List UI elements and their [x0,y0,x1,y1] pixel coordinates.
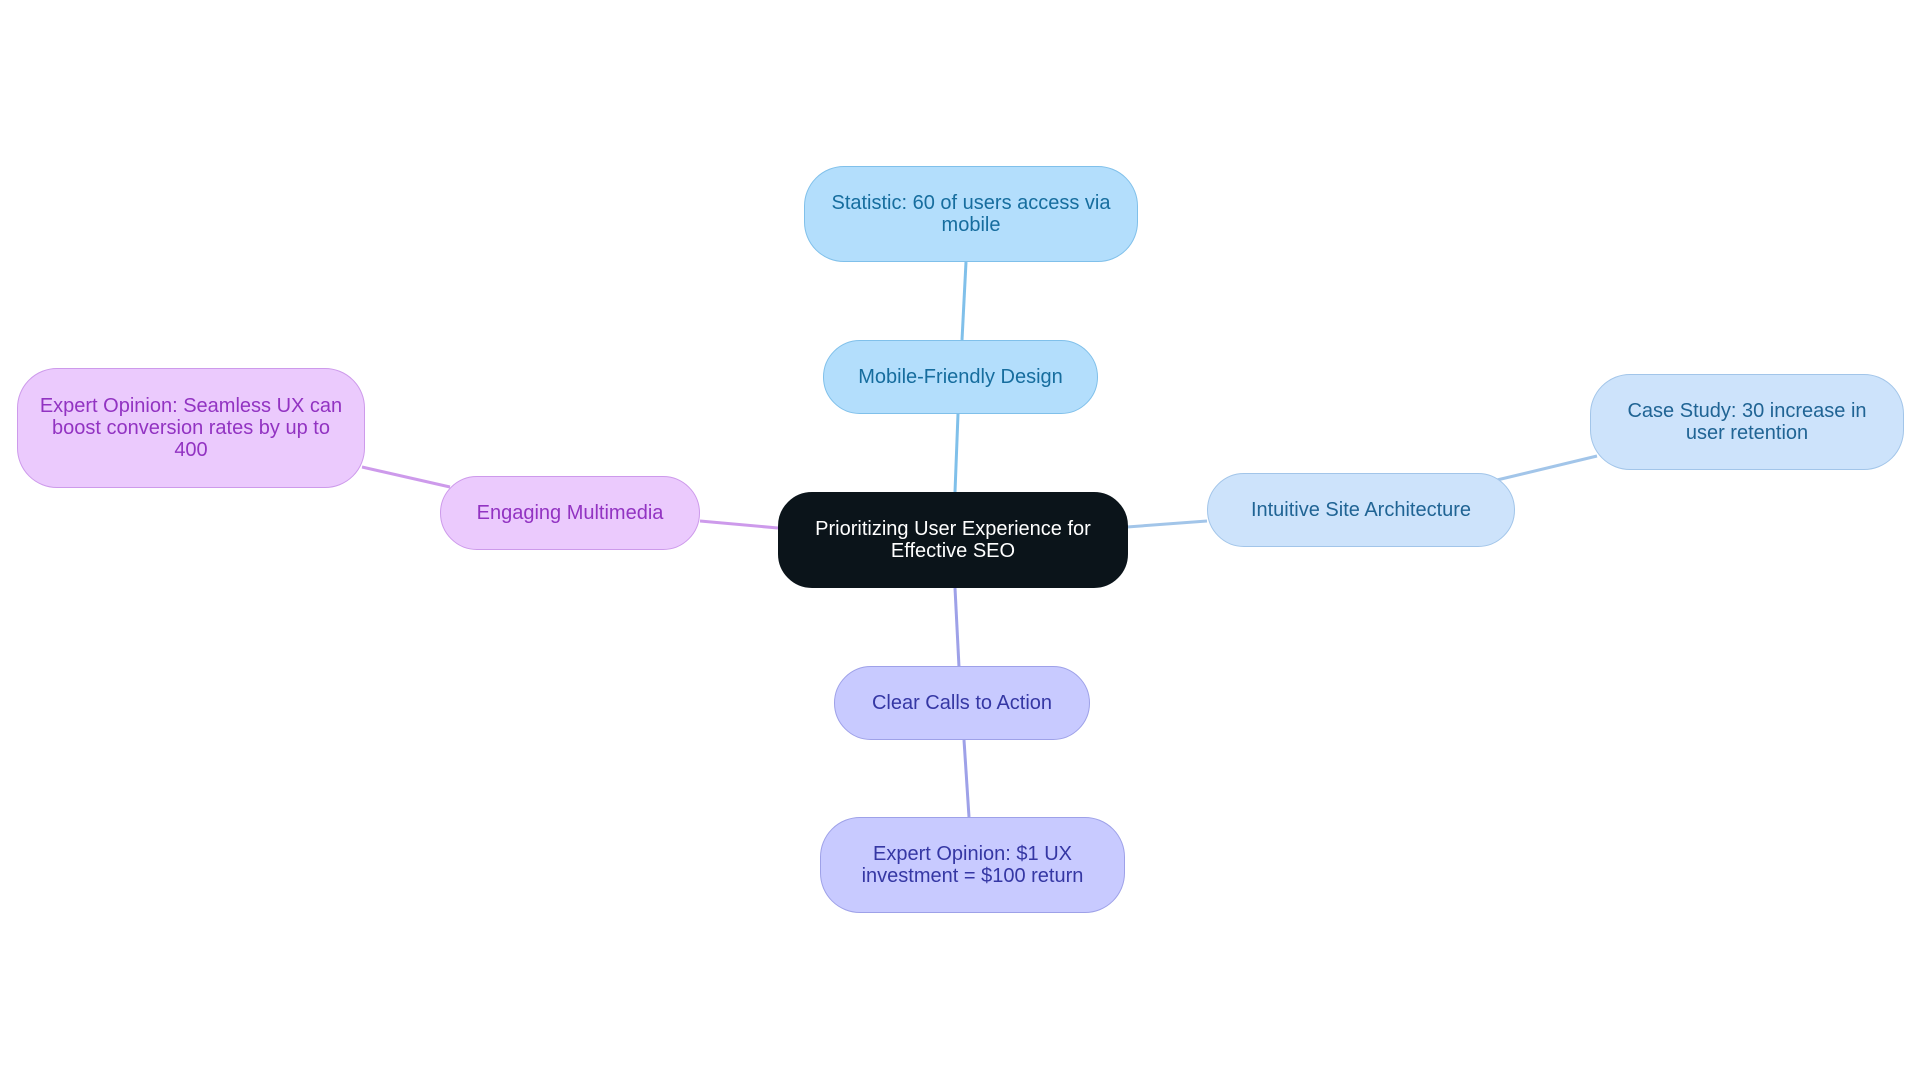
edge-architecture-to-case-study [1496,454,1598,482]
edge-center-to-multimedia [699,519,779,530]
edge-center-to-mobile [953,413,960,493]
mobile-friendly-design-label: Mobile-Friendly Design [858,366,1063,388]
expert-opinion-roi-node[interactable]: Expert Opinion: $1 UX investment = $100 … [820,817,1125,913]
clear-calls-to-action-label: Clear Calls to Action [871,692,1053,714]
edge-center-to-cta [953,587,961,668]
intuitive-site-architecture-label: Intuitive Site Architecture [1250,499,1472,521]
expert-opinion-roi-label: Expert Opinion: $1 UX investment = $100 … [861,843,1084,887]
case-study-label: Case Study: 30 increase in user retentio… [1627,400,1867,444]
mobile-statistic-node[interactable]: Statistic: 60 of users access via mobile [804,166,1138,262]
central-topic-label: Prioritizing User Experience for Effecti… [815,518,1091,562]
expert-opinion-conversion-label: Expert Opinion: Seamless UX can boost co… [39,395,343,461]
case-study-node[interactable]: Case Study: 30 increase in user retentio… [1590,374,1904,470]
edge-center-to-architecture [1126,519,1208,529]
edge-multimedia-to-expert-conversion [361,465,451,489]
central-topic-node[interactable]: Prioritizing User Experience for Effecti… [778,492,1128,588]
engaging-multimedia-label: Engaging Multimedia [476,502,664,524]
edge-mobile-to-statistic [960,261,968,341]
mobile-statistic-label: Statistic: 60 of users access via mobile [831,192,1111,236]
intuitive-site-architecture-node[interactable]: Intuitive Site Architecture [1207,473,1515,547]
expert-opinion-conversion-node[interactable]: Expert Opinion: Seamless UX can boost co… [17,368,365,488]
engaging-multimedia-node[interactable]: Engaging Multimedia [440,476,700,550]
mobile-friendly-design-node[interactable]: Mobile-Friendly Design [823,340,1098,414]
edge-cta-to-expert-roi [962,739,971,818]
clear-calls-to-action-node[interactable]: Clear Calls to Action [834,666,1090,740]
